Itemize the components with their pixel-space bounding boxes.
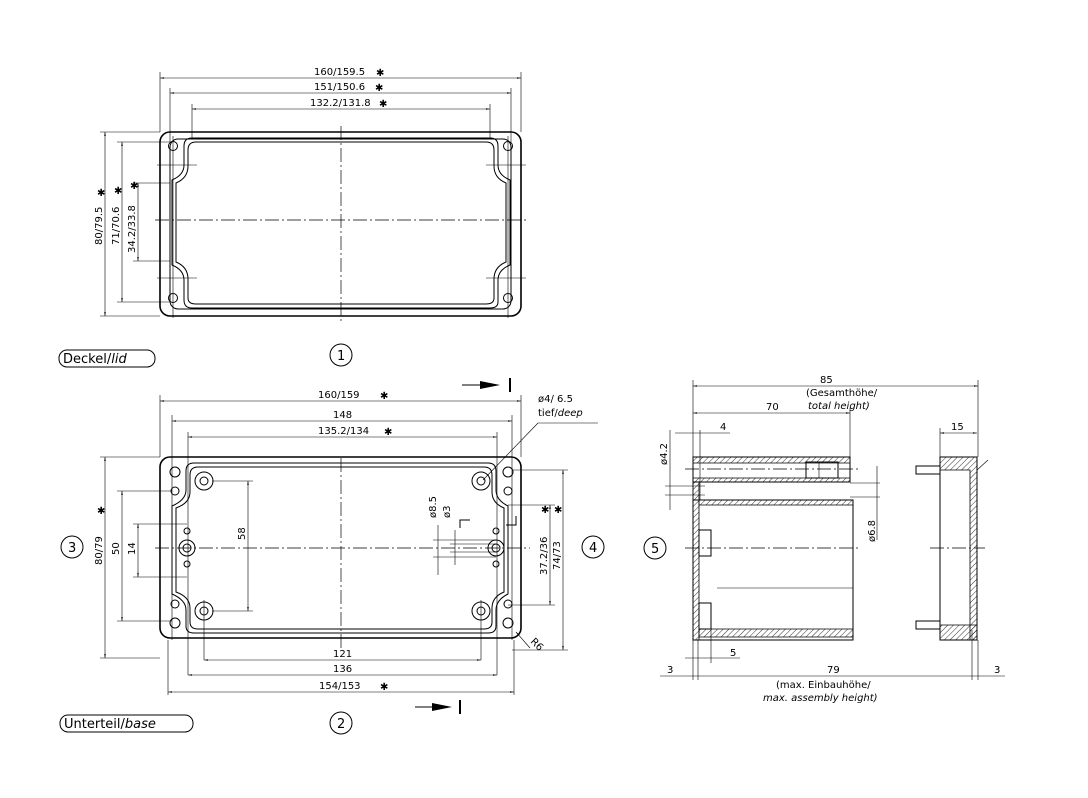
lid-screw-holes	[168, 141, 513, 303]
marker: ✱	[554, 505, 562, 516]
marker: ✱	[376, 68, 384, 79]
lid-seal-groove	[171, 137, 511, 309]
hole-note-line2: tief/deep	[538, 408, 583, 419]
base-seal-groove	[171, 462, 509, 634]
marker: ✱	[97, 188, 105, 199]
lid-seal-groove-inner	[175, 141, 507, 305]
base-seal-groove-inner	[175, 466, 505, 630]
assembly-note-en: max. assembly height)	[763, 693, 878, 704]
dim-base-width-14: 14	[127, 542, 138, 555]
marker: ✱	[130, 181, 138, 192]
dim-base-length-136: 136	[333, 664, 352, 675]
screw-hole-icon	[502, 466, 514, 478]
dim-lid-hole-spacing-width: 71/70.6	[111, 207, 122, 245]
total-height-note-de: (Gesamthöhe/	[806, 388, 878, 399]
dim-lid-inner-width: 34.2/33.8	[127, 205, 138, 253]
base-label: Unterteil/base	[64, 717, 156, 732]
dim-total-height: 85	[820, 375, 833, 386]
dim-5: 5	[730, 648, 736, 659]
dim-assembly-height: 79	[827, 665, 840, 676]
base-outline	[159, 456, 522, 639]
dim-lid-hole-spacing-length: 151/150.6	[314, 82, 365, 93]
marker: ✱	[114, 186, 122, 197]
dim-dia-6-8: ø6.8	[867, 520, 878, 542]
lid-view: 160/159.5 151/150.6 132.2/131.8 ✱ ✱ ✱ 80…	[58, 67, 526, 368]
dim-base-width-50: 50	[111, 542, 122, 555]
total-height-note-en: total height)	[808, 401, 870, 412]
lid-outline	[159, 131, 522, 317]
base-section	[692, 499, 854, 641]
screw-hole-icon	[503, 486, 513, 496]
screw-icon	[915, 620, 941, 630]
screw-hole-icon	[503, 599, 513, 609]
lid-label: Deckel/lid	[63, 352, 127, 367]
view-number-circle	[329, 343, 353, 367]
insert-icon	[805, 461, 839, 479]
boss-icon	[194, 471, 214, 491]
dim-base-inner-length: 135.2/134	[318, 426, 369, 437]
screw-icon	[915, 465, 941, 475]
dim-lid-overall-length: 160/159.5	[314, 67, 365, 78]
dim-base-hole-spacing-length: 148	[333, 410, 352, 421]
screw-hole-icon	[169, 617, 181, 629]
dim-dia-4-2: ø4.2	[659, 443, 670, 465]
section-marker	[459, 516, 517, 528]
view-number-circle	[60, 535, 84, 559]
marker: ✱	[380, 391, 388, 402]
marker: ✱	[97, 506, 105, 517]
dim-3-left: 3	[667, 665, 673, 676]
dim-lid-overall-width: 80/79.5	[94, 207, 105, 245]
dim-radius: R6	[528, 636, 545, 653]
marker: ✱	[384, 427, 392, 438]
dim-base-boss-spacing-vertical: 58	[237, 527, 248, 540]
view-number-3: 3	[68, 541, 76, 556]
view-number-circle	[581, 535, 605, 559]
view-number-circle	[329, 711, 353, 735]
screw-hole-icon	[169, 466, 181, 478]
dim-3-right: 3	[994, 665, 1000, 676]
marker: ✱	[541, 505, 549, 516]
view-number-circle	[643, 536, 667, 560]
dim-base-inner-width: 37.2/36	[539, 537, 550, 575]
marker: ✱	[375, 83, 383, 94]
marker: ✱	[380, 682, 388, 693]
lid-edge-section	[939, 456, 978, 641]
boss-icon	[471, 471, 491, 491]
dim-4: 4	[720, 422, 726, 433]
dim-base-bottom-length: 154/153	[319, 681, 361, 692]
dim-lid-inner-length: 132.2/131.8	[310, 98, 371, 109]
base-screw-holes	[169, 466, 514, 629]
base-label-frame	[59, 714, 194, 733]
view-number-1: 1	[337, 349, 345, 364]
base-view: 160/159 ✱ 148 135.2/134 ✱ 121 136 154/15…	[59, 378, 605, 735]
hole-note-line1: ø4/ 6.5	[538, 394, 573, 405]
lid-groove-outer	[169, 138, 512, 310]
screw-hole-icon	[170, 599, 180, 609]
view-number-5: 5	[651, 542, 659, 557]
section-view: 5	[643, 375, 1005, 704]
dim-base-overall-width: 80/79	[94, 536, 105, 565]
dim-dia-3: ø3	[442, 506, 453, 518]
view-number-2: 2	[337, 717, 345, 732]
assembly-note-de: (max. Einbauhöhe/	[776, 680, 871, 691]
dim-dia-8-5: ø8.5	[428, 496, 439, 518]
lid-label-frame	[58, 349, 156, 368]
dim-base-overall-length: 160/159	[318, 390, 360, 401]
view-number-4: 4	[589, 541, 597, 556]
dim-15: 15	[951, 422, 964, 433]
dim-base-hole-spacing-width: 74/73	[552, 541, 563, 570]
screw-hole-icon	[502, 617, 514, 629]
marker: ✱	[379, 99, 387, 110]
dim-base-boss-spacing: 121	[333, 649, 352, 660]
dim-depth-70: 70	[766, 402, 779, 413]
